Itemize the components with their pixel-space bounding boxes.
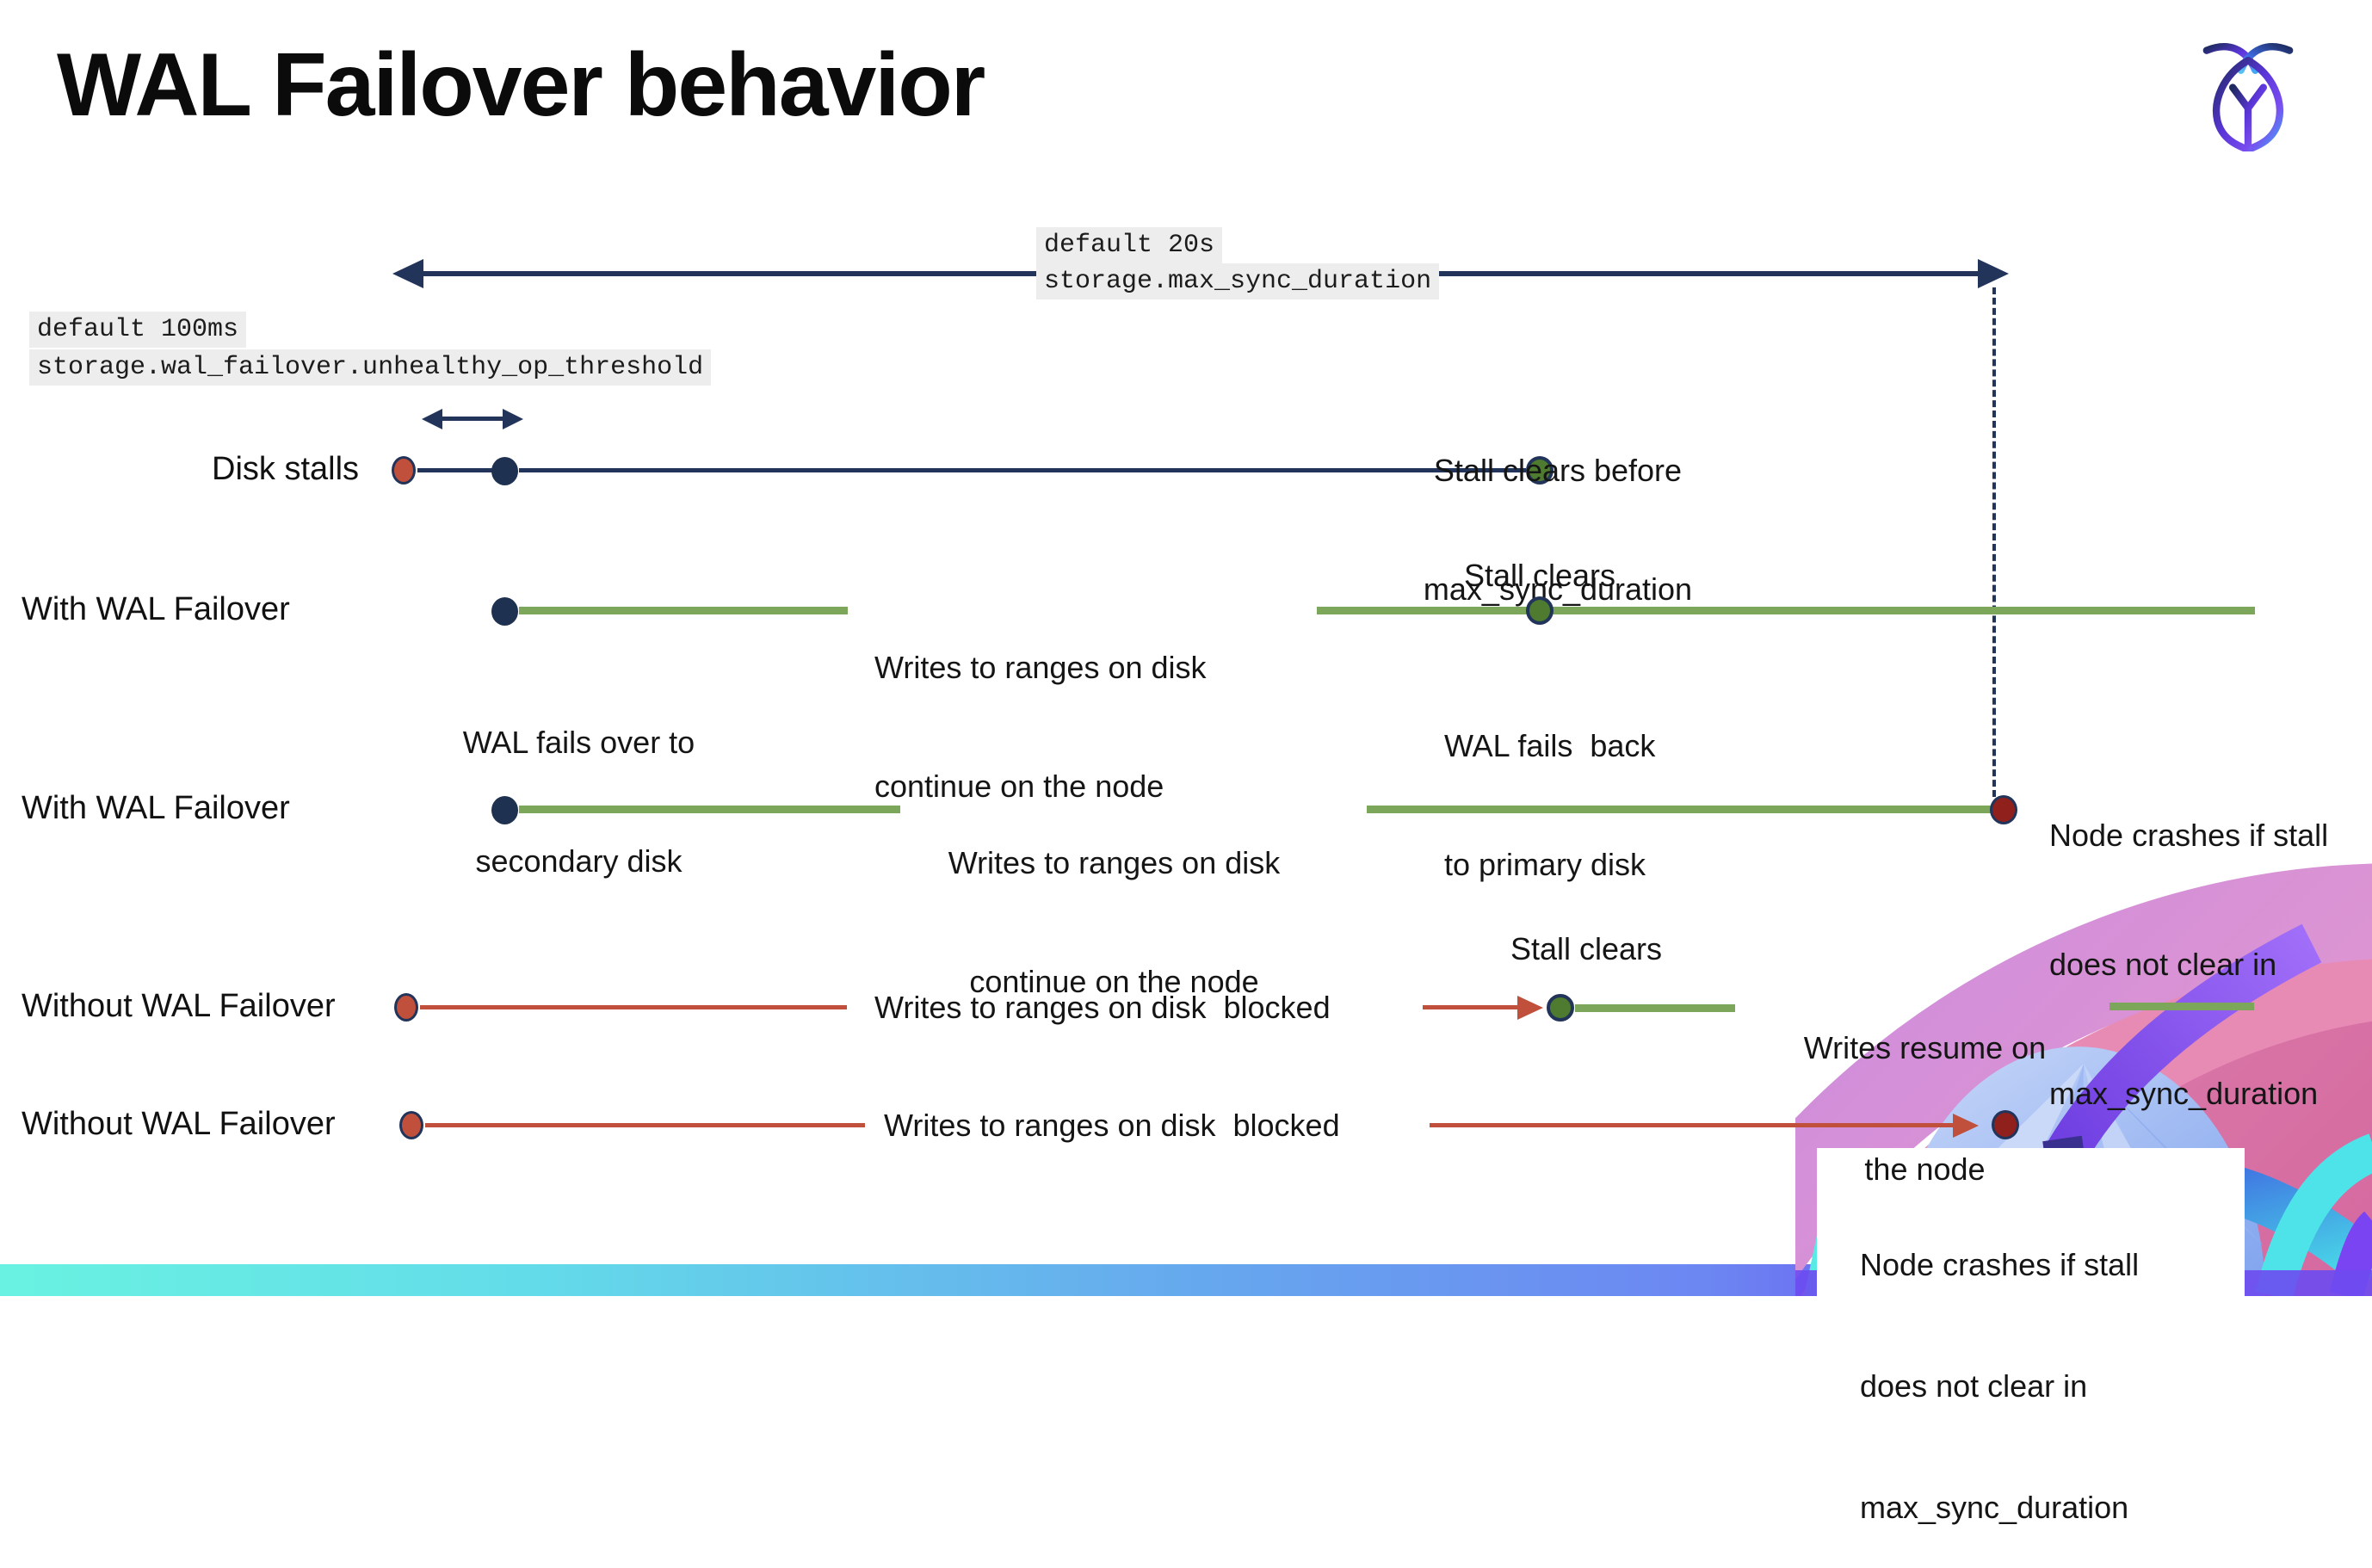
note-writes-blocked: Writes to ranges on disk blocked	[874, 990, 1331, 1025]
writes-resume-segment	[1575, 1004, 1735, 1012]
arrowhead-right-icon	[1978, 259, 2009, 288]
threshold-setting-label: storage.wal_failover.unhealthy_op_thresh…	[29, 349, 712, 386]
note-wal-fails-over: WAL fails over to secondary disk	[462, 725, 695, 879]
arrowhead-right-icon	[503, 409, 523, 429]
cockroachdb-logo-icon	[2202, 38, 2295, 154]
row-label-without-wal-failover: Without WAL Failover	[22, 988, 336, 1024]
stall-start-marker	[394, 993, 418, 1022]
stall-start-marker	[392, 456, 416, 485]
writes-continue-segment	[519, 806, 900, 813]
writes-blocked-segment	[425, 1123, 865, 1127]
note-writes-blocked: Writes to ranges on disk blocked	[884, 1108, 1340, 1143]
note-writes-continue: Writes to ranges on disk continue on the…	[874, 650, 1207, 804]
note-wal-fails-back: WAL fails back to primary disk	[1444, 728, 1656, 882]
failover-threshold-marker	[491, 457, 518, 485]
stall-clear-marker	[1526, 456, 1554, 485]
crash-callout-box	[1817, 1148, 2245, 1296]
row-label-without-wal-failover: Without WAL Failover	[22, 1106, 336, 1142]
red-arrowhead-icon	[1953, 1114, 1979, 1138]
row-label-disk-stalls: Disk stalls	[212, 451, 360, 487]
max-sync-setting-label: storage.max_sync_duration	[1036, 263, 1440, 299]
dashed-timeout-line	[1992, 287, 1996, 797]
arrowhead-left-icon	[422, 409, 442, 429]
stall-clear-marker	[1526, 596, 1554, 625]
writes-continue-segment	[1367, 806, 1995, 813]
stall-start-marker	[399, 1111, 423, 1139]
writes-blocked-segment	[420, 1005, 847, 1009]
note-stall-clears: Stall clears	[1510, 931, 1663, 966]
crash-marker	[1992, 1110, 2019, 1139]
writes-continue-segment	[519, 607, 848, 614]
note-stall-clears: Stall clears	[1463, 558, 1616, 593]
max-sync-default-label: default 20s	[1036, 227, 1223, 263]
arrowhead-left-icon	[392, 259, 423, 288]
note-node-crashes: Node crashes if stall does not clear in …	[1860, 1247, 2140, 1525]
timeline-segment	[417, 468, 495, 472]
writes-resume-segment	[2109, 1003, 2254, 1010]
note-node-crashes: Node crashes if stall does not clear in …	[2049, 818, 2329, 1111]
stall-clear-marker	[1547, 994, 1574, 1022]
red-arrowhead-icon	[1517, 996, 1543, 1020]
note-writes-resume: Writes resume on the node	[1803, 1030, 2047, 1187]
crash-marker	[1990, 795, 2017, 824]
page-title: WAL Failover behavior	[57, 35, 985, 135]
writes-blocked-segment	[1430, 1123, 1955, 1127]
row-label-with-wal-failover: With WAL Failover	[22, 591, 290, 627]
note-stall-clears-before: Stall clears before max_sync_duration	[1423, 453, 1693, 607]
note-writes-continue: Writes to ranges on disk continue on the…	[948, 845, 1281, 999]
writes-blocked-segment	[1423, 1005, 1519, 1009]
row-label-with-wal-failover: With WAL Failover	[22, 790, 290, 826]
threshold-default-label: default 100ms	[29, 312, 247, 348]
timeline-segment	[519, 468, 1526, 472]
failover-marker	[491, 597, 518, 626]
failover-marker	[491, 796, 518, 824]
writes-continue-segment	[1317, 607, 2255, 614]
